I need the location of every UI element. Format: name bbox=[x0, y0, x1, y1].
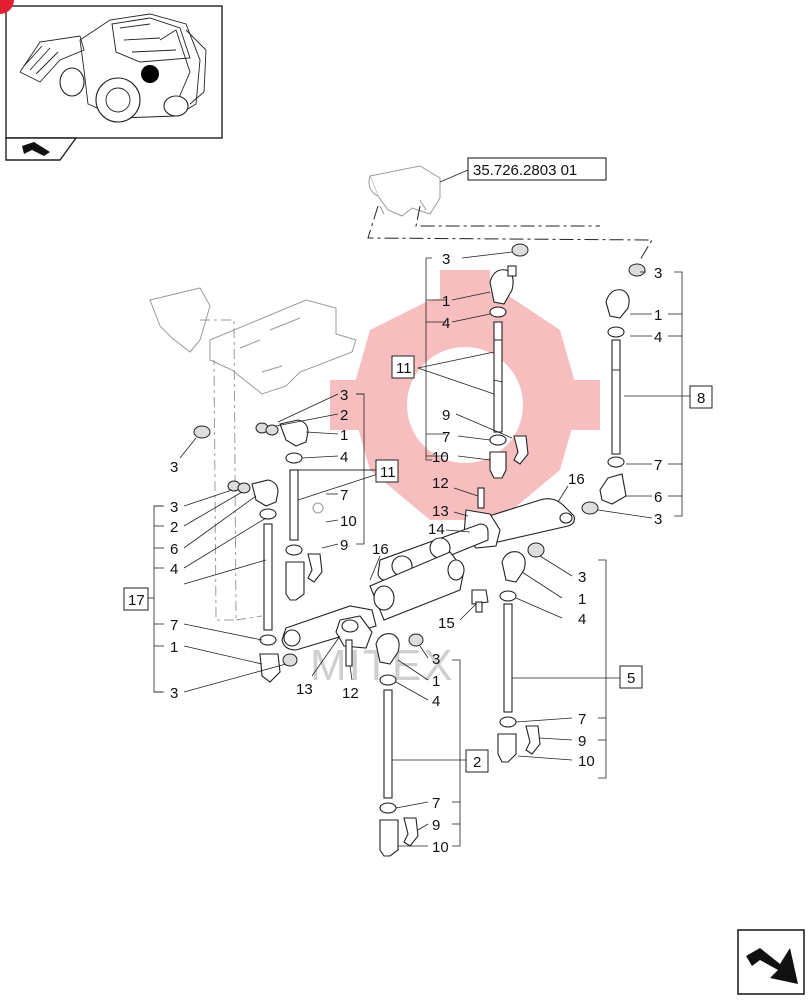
part-label[interactable]: 4 bbox=[442, 315, 450, 332]
part-label[interactable]: 15 bbox=[438, 615, 455, 632]
part-label[interactable]: 1 bbox=[432, 673, 440, 690]
boxed-label-text: 17 bbox=[128, 592, 145, 609]
corner-marker-icon bbox=[0, 0, 14, 14]
part-label[interactable]: 7 bbox=[432, 795, 440, 812]
boxed-label-2[interactable]: 2 bbox=[465, 749, 489, 773]
boxed-label-text: 11 bbox=[396, 360, 412, 377]
part-label[interactable]: 4 bbox=[170, 561, 178, 578]
reference-code-box[interactable]: 35.726.2803 01 bbox=[467, 157, 607, 181]
previous-page-icon bbox=[22, 142, 50, 156]
part-labels: 3 1 4 9 7 10 3 1 4 7 6 3 3 2 1 4 7 10 9 … bbox=[170, 251, 662, 856]
next-page-button[interactable] bbox=[737, 929, 805, 995]
part-label[interactable]: 13 bbox=[296, 681, 313, 698]
part-label[interactable]: 7 bbox=[170, 617, 178, 634]
boxed-label-text: 2 bbox=[473, 754, 481, 771]
part-label[interactable]: 3 bbox=[170, 459, 178, 476]
previous-page-button[interactable] bbox=[5, 137, 78, 161]
part-label[interactable]: 16 bbox=[568, 471, 585, 488]
boxed-label-text: 11 bbox=[380, 464, 396, 481]
part-label[interactable]: 7 bbox=[442, 429, 450, 446]
part-label[interactable]: 9 bbox=[432, 817, 440, 834]
part-label[interactable]: 3 bbox=[654, 265, 662, 282]
part-label[interactable]: 2 bbox=[170, 519, 178, 536]
rod-assembly-lower-right bbox=[497, 551, 541, 763]
part-label[interactable]: 1 bbox=[340, 427, 348, 444]
boxed-label-17[interactable]: 17 bbox=[123, 587, 149, 611]
part-label[interactable]: 10 bbox=[432, 449, 449, 466]
boxed-label-5[interactable]: 5 bbox=[619, 665, 643, 689]
part-label[interactable]: 13 bbox=[432, 503, 449, 520]
part-label[interactable]: 4 bbox=[340, 449, 348, 466]
watermark-logo bbox=[330, 270, 600, 520]
part-label[interactable]: 3 bbox=[170, 499, 178, 516]
part-label[interactable]: 3 bbox=[170, 685, 178, 702]
part-label[interactable]: 2 bbox=[340, 407, 348, 424]
part-label[interactable]: 1 bbox=[442, 293, 450, 310]
rod-assembly-bottom bbox=[375, 633, 419, 857]
boxed-label-8[interactable]: 8 bbox=[689, 385, 713, 409]
part-label[interactable]: 3 bbox=[340, 387, 348, 404]
part-label[interactable]: 4 bbox=[578, 611, 586, 628]
part-label[interactable]: 1 bbox=[170, 639, 178, 656]
part-label[interactable]: 16 bbox=[372, 541, 389, 558]
reference-code: 35.726.2803 01 bbox=[473, 162, 577, 179]
part-label[interactable]: 9 bbox=[340, 537, 348, 554]
cap-item-left bbox=[193, 425, 211, 439]
part-label[interactable]: 3 bbox=[442, 251, 450, 268]
rod-assembly-upper-middle bbox=[489, 243, 529, 479]
part-label[interactable]: 10 bbox=[340, 513, 357, 530]
rod-assembly-middle-left bbox=[255, 419, 324, 601]
boxed-label-11-lower[interactable]: 11 bbox=[375, 459, 399, 483]
overview-thumbnail[interactable] bbox=[0, 0, 223, 139]
part-label[interactable]: 4 bbox=[432, 693, 440, 710]
part-label[interactable]: 1 bbox=[578, 591, 586, 608]
rod-assembly-upper-right bbox=[581, 263, 646, 515]
ghost-upper-bracket bbox=[367, 165, 653, 261]
part-label[interactable]: 9 bbox=[442, 407, 450, 424]
part-label[interactable]: 6 bbox=[654, 489, 662, 506]
part-label[interactable]: 7 bbox=[578, 711, 586, 728]
part-label[interactable]: 14 bbox=[428, 521, 445, 538]
part-label[interactable]: 10 bbox=[432, 839, 449, 856]
boxed-label-text: 5 bbox=[627, 670, 635, 687]
part-label[interactable]: 4 bbox=[654, 329, 662, 346]
part-label[interactable]: 10 bbox=[578, 753, 595, 770]
part-label[interactable]: 7 bbox=[340, 487, 348, 504]
part-label[interactable]: 6 bbox=[170, 541, 178, 558]
part-label[interactable]: 12 bbox=[432, 475, 449, 492]
part-label[interactable]: 3 bbox=[432, 651, 440, 668]
part-label[interactable]: 1 bbox=[654, 307, 662, 324]
leader-lines bbox=[148, 251, 690, 847]
part-label[interactable]: 9 bbox=[578, 733, 586, 750]
center-shaft-assembly bbox=[281, 487, 575, 667]
part-label[interactable]: 12 bbox=[342, 685, 359, 702]
part-label[interactable]: 7 bbox=[654, 457, 662, 474]
part-label[interactable]: 3 bbox=[654, 511, 662, 528]
ghost-left-plate bbox=[149, 287, 357, 621]
next-page-icon bbox=[746, 948, 798, 984]
part-label[interactable]: 3 bbox=[578, 569, 586, 586]
boxed-label-text: 8 bbox=[697, 390, 705, 407]
boxed-label-11-upper[interactable]: 11 bbox=[391, 355, 415, 379]
